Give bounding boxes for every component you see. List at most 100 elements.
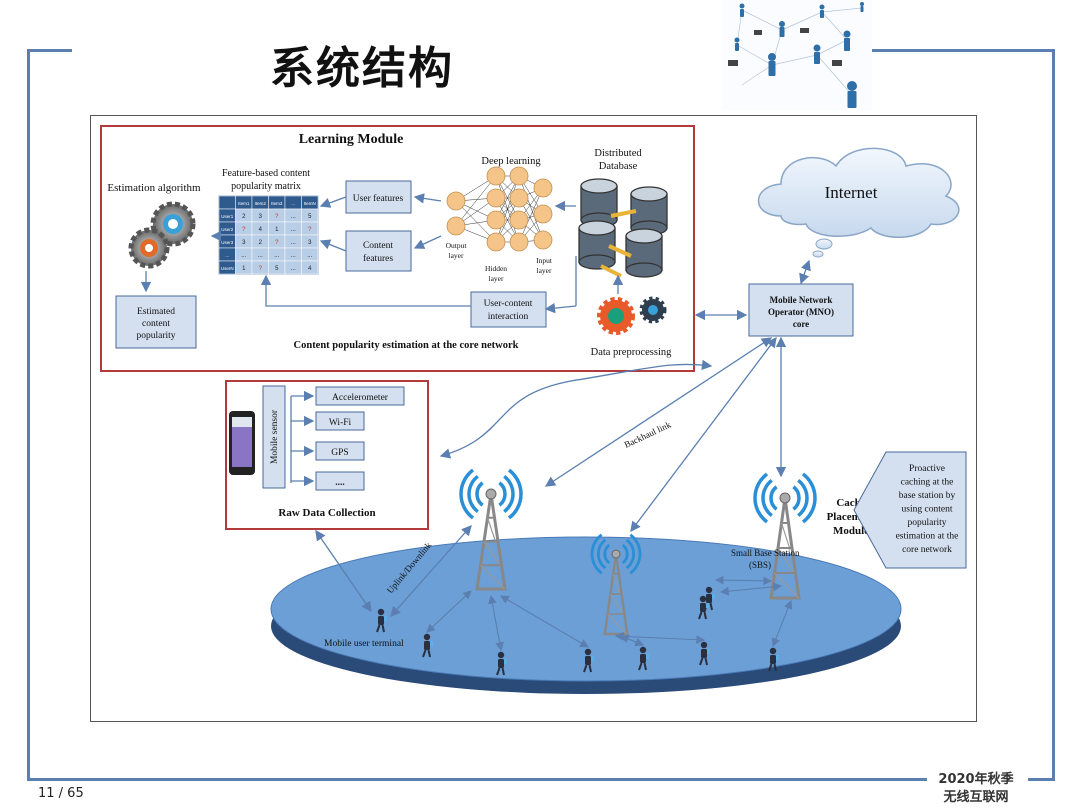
- neuron-node: [509, 188, 529, 208]
- matrix-cell-text: 1: [242, 266, 246, 272]
- sensor-item-box: [315, 411, 365, 431]
- frame-bottom: [27, 778, 927, 781]
- sensor-item-label: Accelerometer: [332, 393, 389, 403]
- neuron-node: [533, 230, 553, 250]
- sensor-item-box: [315, 441, 365, 461]
- base-station-tower-icon: [753, 472, 817, 600]
- neuron-node: [509, 166, 529, 186]
- mobile-user-icon: [699, 641, 710, 666]
- matrix-cell-text: User3: [221, 240, 234, 245]
- distributed-db-label-2: Database: [599, 161, 638, 172]
- page-number: 11 / 65: [38, 786, 84, 801]
- matrix-cell-text: ...: [291, 253, 296, 259]
- people-network-icon: [728, 2, 864, 108]
- internet-label: Internet: [825, 183, 878, 202]
- hidden-layer-label-1: Hidden: [485, 264, 507, 273]
- mno-label-3: core: [793, 319, 809, 329]
- backhaul-link-label: Backhaul link: [623, 419, 673, 450]
- matrix-cell-text: ...: [291, 240, 296, 246]
- frame-right: [1052, 49, 1055, 780]
- mobile-user-icon: [768, 647, 779, 672]
- mobile-user-icon: [376, 608, 387, 633]
- matrix-header-text: Item3: [271, 201, 283, 206]
- proactive-caching-text: Proactive: [909, 464, 945, 474]
- system-architecture-diagram: Learning Module Estimation algorithm Est…: [90, 115, 977, 722]
- matrix-header-text: Item1: [238, 201, 250, 206]
- content-features-label-2: features: [363, 253, 393, 264]
- matrix-cell-text: ?: [242, 227, 246, 233]
- people-network-image: [722, 0, 872, 110]
- database-icon: [578, 178, 668, 278]
- learning-module-title: Learning Module: [299, 132, 404, 147]
- matrix-cell-text: 3: [259, 214, 263, 220]
- neuron-node: [533, 178, 553, 198]
- matrix-cell-text: 5: [275, 266, 279, 272]
- matrix-cell-text: UserN: [221, 266, 234, 271]
- matrix-cell-text: 5: [308, 214, 312, 220]
- raw-data-title: Raw Data Collection: [278, 507, 375, 519]
- mno-core-box: [748, 283, 854, 337]
- frame-bottom-right: [1028, 778, 1055, 781]
- sensor-item-box: [315, 471, 365, 491]
- sensor-item-label: Wi-Fi: [329, 418, 352, 428]
- matrix-cell-text: User2: [221, 227, 234, 232]
- matrix-cell-text: ?: [308, 227, 312, 233]
- mno-label-1: Mobile Network: [770, 295, 833, 305]
- hidden-layer-label-2: layer: [489, 274, 504, 283]
- proactive-caching-text: core network: [902, 545, 952, 555]
- matrix-cell-text: User1: [221, 214, 234, 219]
- deep-learning-label: Deep learning: [481, 156, 541, 167]
- internet-cloud-icon: [757, 147, 960, 258]
- matrix-cell-text: ...: [291, 214, 296, 220]
- sensor-item-label: GPS: [331, 448, 348, 458]
- mobile-user-icon: [638, 646, 649, 671]
- matrix-header-text: Item2: [255, 201, 267, 206]
- estimated-popularity-box: [115, 295, 197, 349]
- data-preprocessing-gears-icon: [597, 296, 667, 335]
- output-layer-label-1: Output: [446, 241, 468, 250]
- learning-module-box: [100, 125, 695, 372]
- mno-label-2: Operator (MNO): [768, 307, 834, 317]
- neuron-node: [486, 166, 506, 186]
- matrix-title-1: Feature-based content: [222, 168, 310, 179]
- frame-left-top: [27, 49, 72, 52]
- proactive-caching-text: using content: [902, 505, 953, 515]
- neuron-node: [446, 191, 466, 211]
- matrix-cell-text: ...: [307, 253, 312, 259]
- user-features-label: User features: [353, 193, 404, 204]
- matrix-cell-text: 4: [308, 266, 312, 272]
- data-preprocessing-label: Data preprocessing: [591, 347, 673, 358]
- neuron-node: [509, 210, 529, 230]
- estimated-label-3: popularity: [136, 331, 175, 341]
- neuron-node: [486, 210, 506, 230]
- smartphone-icon: [229, 411, 255, 475]
- matrix-cell-text: 1: [275, 227, 279, 233]
- matrix-cell-text: ?: [259, 266, 263, 272]
- mobile-user-icon: [583, 648, 594, 673]
- matrix-cell-text: ...: [241, 253, 246, 259]
- input-layer-label-2: layer: [537, 266, 552, 275]
- footer-year: 2020年秋季: [938, 772, 1014, 787]
- input-layer-label-1: Input: [536, 256, 553, 265]
- estimation-algorithm-label: Estimation algorithm: [107, 182, 201, 194]
- sbs-label-2: (SBS): [749, 560, 771, 570]
- learning-module-caption: Content popularity estimation at the cor…: [294, 340, 519, 351]
- proactive-caching-text: base station by: [899, 491, 956, 501]
- proactive-caching-callout: [853, 451, 967, 569]
- matrix-header-text: ...: [291, 201, 295, 206]
- proactive-caching-text: estimation at the: [896, 532, 959, 542]
- matrix-cell-text: ?: [275, 214, 279, 220]
- mobile-sensor-label: Mobile sensor: [270, 409, 280, 464]
- cache-placement-label-3: Module: [833, 525, 869, 537]
- user-content-label-1: User-content: [484, 299, 533, 309]
- user-features-box: [345, 180, 412, 214]
- mobile-user-icon: [698, 595, 709, 620]
- matrix-cell: [301, 260, 319, 275]
- frame-right-top: [872, 49, 1055, 52]
- mobile-terminal-label: Mobile user terminal: [324, 639, 404, 649]
- neuron-node: [533, 204, 553, 224]
- user-content-label-2: interaction: [488, 312, 529, 322]
- matrix-cell-text: ...: [225, 253, 229, 258]
- neuron-node: [486, 188, 506, 208]
- raw-data-collection-box: [225, 380, 429, 530]
